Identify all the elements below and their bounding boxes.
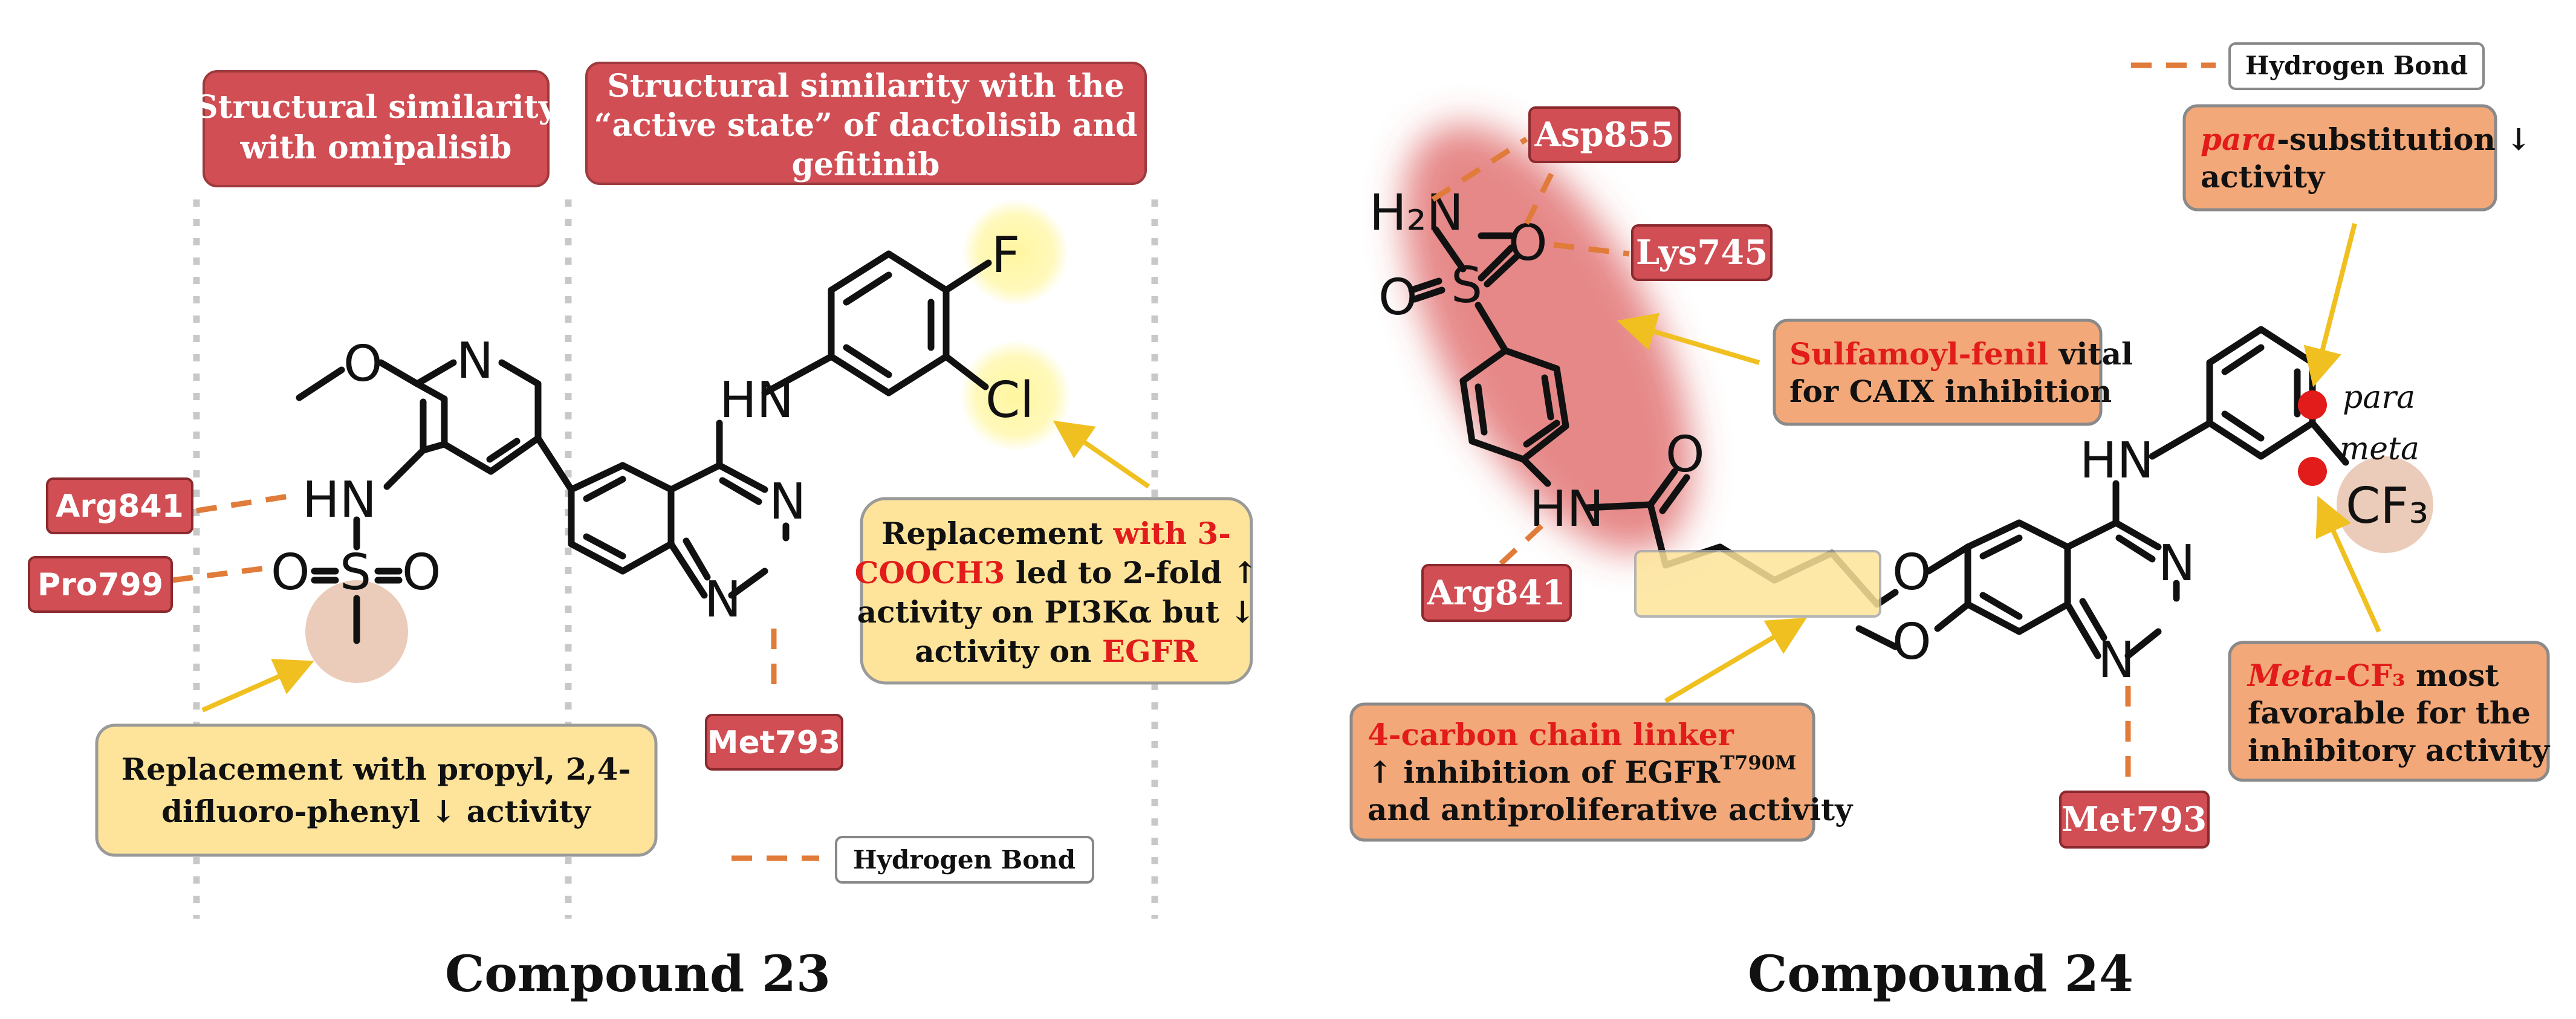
pyridine-nitrogen: N xyxy=(456,332,493,390)
para-label: para xyxy=(2343,380,2415,416)
arrow-meta xyxy=(2315,496,2381,633)
svg-text:difluoro-phenyl ↓ activity: difluoro-phenyl ↓ activity xyxy=(161,794,592,829)
chlorine-atom: Cl xyxy=(985,372,1034,429)
svg-text:Met793: Met793 xyxy=(707,725,840,761)
sulfonamide-nh: HN xyxy=(302,471,377,529)
amine-nh2: H₂N xyxy=(1369,184,1464,242)
svg-text:4-carbon chain linker: 4-carbon chain linker xyxy=(1367,717,1734,752)
arrow-cooch3 xyxy=(1053,420,1150,489)
svg-text:and antiproliferative activity: and antiproliferative activity xyxy=(1367,792,1854,827)
svg-text:Replacement with 3-: Replacement with 3- xyxy=(881,516,1231,551)
svg-text:Pro799: Pro799 xyxy=(37,567,163,603)
hbond-arg841-24 xyxy=(1497,523,1544,568)
sulfonyl-oxygen-left: O xyxy=(271,544,310,601)
arrow-linker xyxy=(1664,617,1807,704)
svg-text:Hydrogen Bond: Hydrogen Bond xyxy=(2245,51,2468,80)
hbond-pro799-23 xyxy=(172,565,267,583)
arrow-sulfamoyl xyxy=(1617,312,1760,365)
svg-text:Lys745: Lys745 xyxy=(1636,233,1768,273)
carbonyl-oxygen: O xyxy=(1666,426,1705,484)
svg-text:for CAIX inhibition: for CAIX inhibition xyxy=(1789,374,2112,409)
ether-oxygen: O xyxy=(1892,544,1932,601)
cf3-group: CF₃ xyxy=(2346,477,2428,535)
note-carbon-linker: 4-carbon chain linker ↑ inhibition of EG… xyxy=(1349,702,1854,842)
residue-lys745: Lys745 xyxy=(1631,224,1773,281)
header-dactolisib-line3: gefitinib xyxy=(792,146,940,183)
cf3-highlight xyxy=(2337,456,2433,553)
residue-pro799: Pro799 xyxy=(28,556,173,613)
note-meta-cf3: Meta-CF₃ most favorable for the inhibito… xyxy=(2228,641,2551,782)
svg-text:activity: activity xyxy=(2201,159,2326,195)
svg-text:Arg841: Arg841 xyxy=(1426,573,1565,613)
hbond-lys745 xyxy=(1553,242,1630,257)
sulfur-atom: S xyxy=(340,544,371,601)
svg-text:Meta-CF₃ most: Meta-CF₃ most xyxy=(2247,658,2499,693)
quinazoline-n3-24: N xyxy=(2158,535,2195,592)
sulfonyl-oxygen-right: O xyxy=(402,544,441,601)
sulfonyl-oxygen-left-24: O xyxy=(1378,269,1418,326)
compound-23-structure xyxy=(296,250,992,644)
residue-arg841-24: Arg841 xyxy=(1421,564,1572,622)
sulfur-atom-24: S xyxy=(1451,257,1482,314)
svg-text:↑ inhibition of EGFRT790M: ↑ inhibition of EGFRT790M xyxy=(1367,751,1796,790)
chlorine-highlight xyxy=(960,340,1071,451)
compound-24-panel: Hydrogen Bond xyxy=(1349,42,2551,1003)
linker-highlight xyxy=(1634,550,1881,618)
para-position-dot xyxy=(2298,390,2327,419)
legend-hbond-24: Hydrogen Bond xyxy=(2131,42,2485,90)
header-omipalisib: Structural similarity with omipalisib xyxy=(195,70,558,187)
svg-text:COOCH3 led to 2-fold ↑: COOCH3 led to 2-fold ↑ xyxy=(855,555,1258,590)
svg-text:Sulfamoyl-fenil vital: Sulfamoyl-fenil vital xyxy=(1789,336,2133,372)
quinazoline-n3: N xyxy=(769,473,806,531)
svg-text:favorable for the: favorable for the xyxy=(2248,695,2531,731)
residue-asp855: Asp855 xyxy=(1528,106,1681,163)
meta-label: meta xyxy=(2340,431,2419,467)
meta-position-dot xyxy=(2298,457,2327,486)
header-omipalisib-line1: Structural similarity xyxy=(195,89,558,126)
arrow-para xyxy=(2303,223,2357,387)
hbond-arg841-23 xyxy=(196,493,294,514)
svg-text:Replacement with propyl, 2,4-: Replacement with propyl, 2,4- xyxy=(122,751,631,787)
header-dactolisib-line1: Structural similarity with the xyxy=(607,68,1124,105)
svg-text:activity on EGFR: activity on EGFR xyxy=(915,633,1198,669)
residue-met793-23: Met793 xyxy=(705,714,843,771)
note-para-substitution: para-substitution ↓ activity xyxy=(2182,104,2531,212)
residue-met793-24: Met793 xyxy=(2059,791,2210,849)
sulfamoylphenyl-highlight xyxy=(1403,124,1693,553)
svg-text:para-substitution ↓: para-substitution ↓ xyxy=(2201,121,2531,157)
header-omipalisib-line2: with omipalisib xyxy=(240,129,512,166)
quinazoline-n1: N xyxy=(704,571,741,629)
header-dactolisib: Structural similarity with the “active s… xyxy=(585,62,1147,185)
header-dactolisib-line2: “active state” of dactolisib and xyxy=(594,107,1138,144)
note-cooch3-replacement: Replacement with 3- COOCH3 led to 2-fold… xyxy=(855,497,1258,685)
residue-arg841-23: Arg841 xyxy=(46,477,193,534)
svg-text:Met793: Met793 xyxy=(2062,800,2207,839)
svg-text:inhibitory activity: inhibitory activity xyxy=(2248,733,2551,768)
methoxy-oxygen-24: O xyxy=(1892,613,1932,671)
svg-text:Asp855: Asp855 xyxy=(1534,115,1674,155)
svg-text:activity on PI3Kα but ↓: activity on PI3Kα but ↓ xyxy=(857,594,1255,630)
arrow-propyl xyxy=(201,659,314,713)
caption-compound-24: Compound 24 xyxy=(1748,945,2133,1003)
note-propyl-replacement: Replacement with propyl, 2,4- difluoro-p… xyxy=(95,723,658,857)
anilino-nh-24: HN xyxy=(2080,432,2154,490)
methoxy-oxygen: O xyxy=(343,335,383,393)
caption-compound-23: Compound 23 xyxy=(445,945,831,1003)
fluorine-highlight xyxy=(962,199,1069,306)
hbond-asp855-o xyxy=(1523,161,1560,225)
svg-text:Hydrogen Bond: Hydrogen Bond xyxy=(853,845,1075,875)
hbond-asp855-nh2 xyxy=(1431,137,1528,202)
compound-23-panel: Structural similarity with omipalisib St… xyxy=(28,62,1258,1003)
anilino-nh: HN xyxy=(719,372,794,429)
svg-text:Arg841: Arg841 xyxy=(56,488,184,525)
legend-hbond-23: Hydrogen Bond xyxy=(732,836,1094,884)
fluorine-atom: F xyxy=(991,227,1020,284)
note-sulfamoyl-fenil: Sulfamoyl-fenil vital for CAIX inhibitio… xyxy=(1773,319,2133,426)
quinazoline-n1-24: N xyxy=(2098,632,2135,689)
